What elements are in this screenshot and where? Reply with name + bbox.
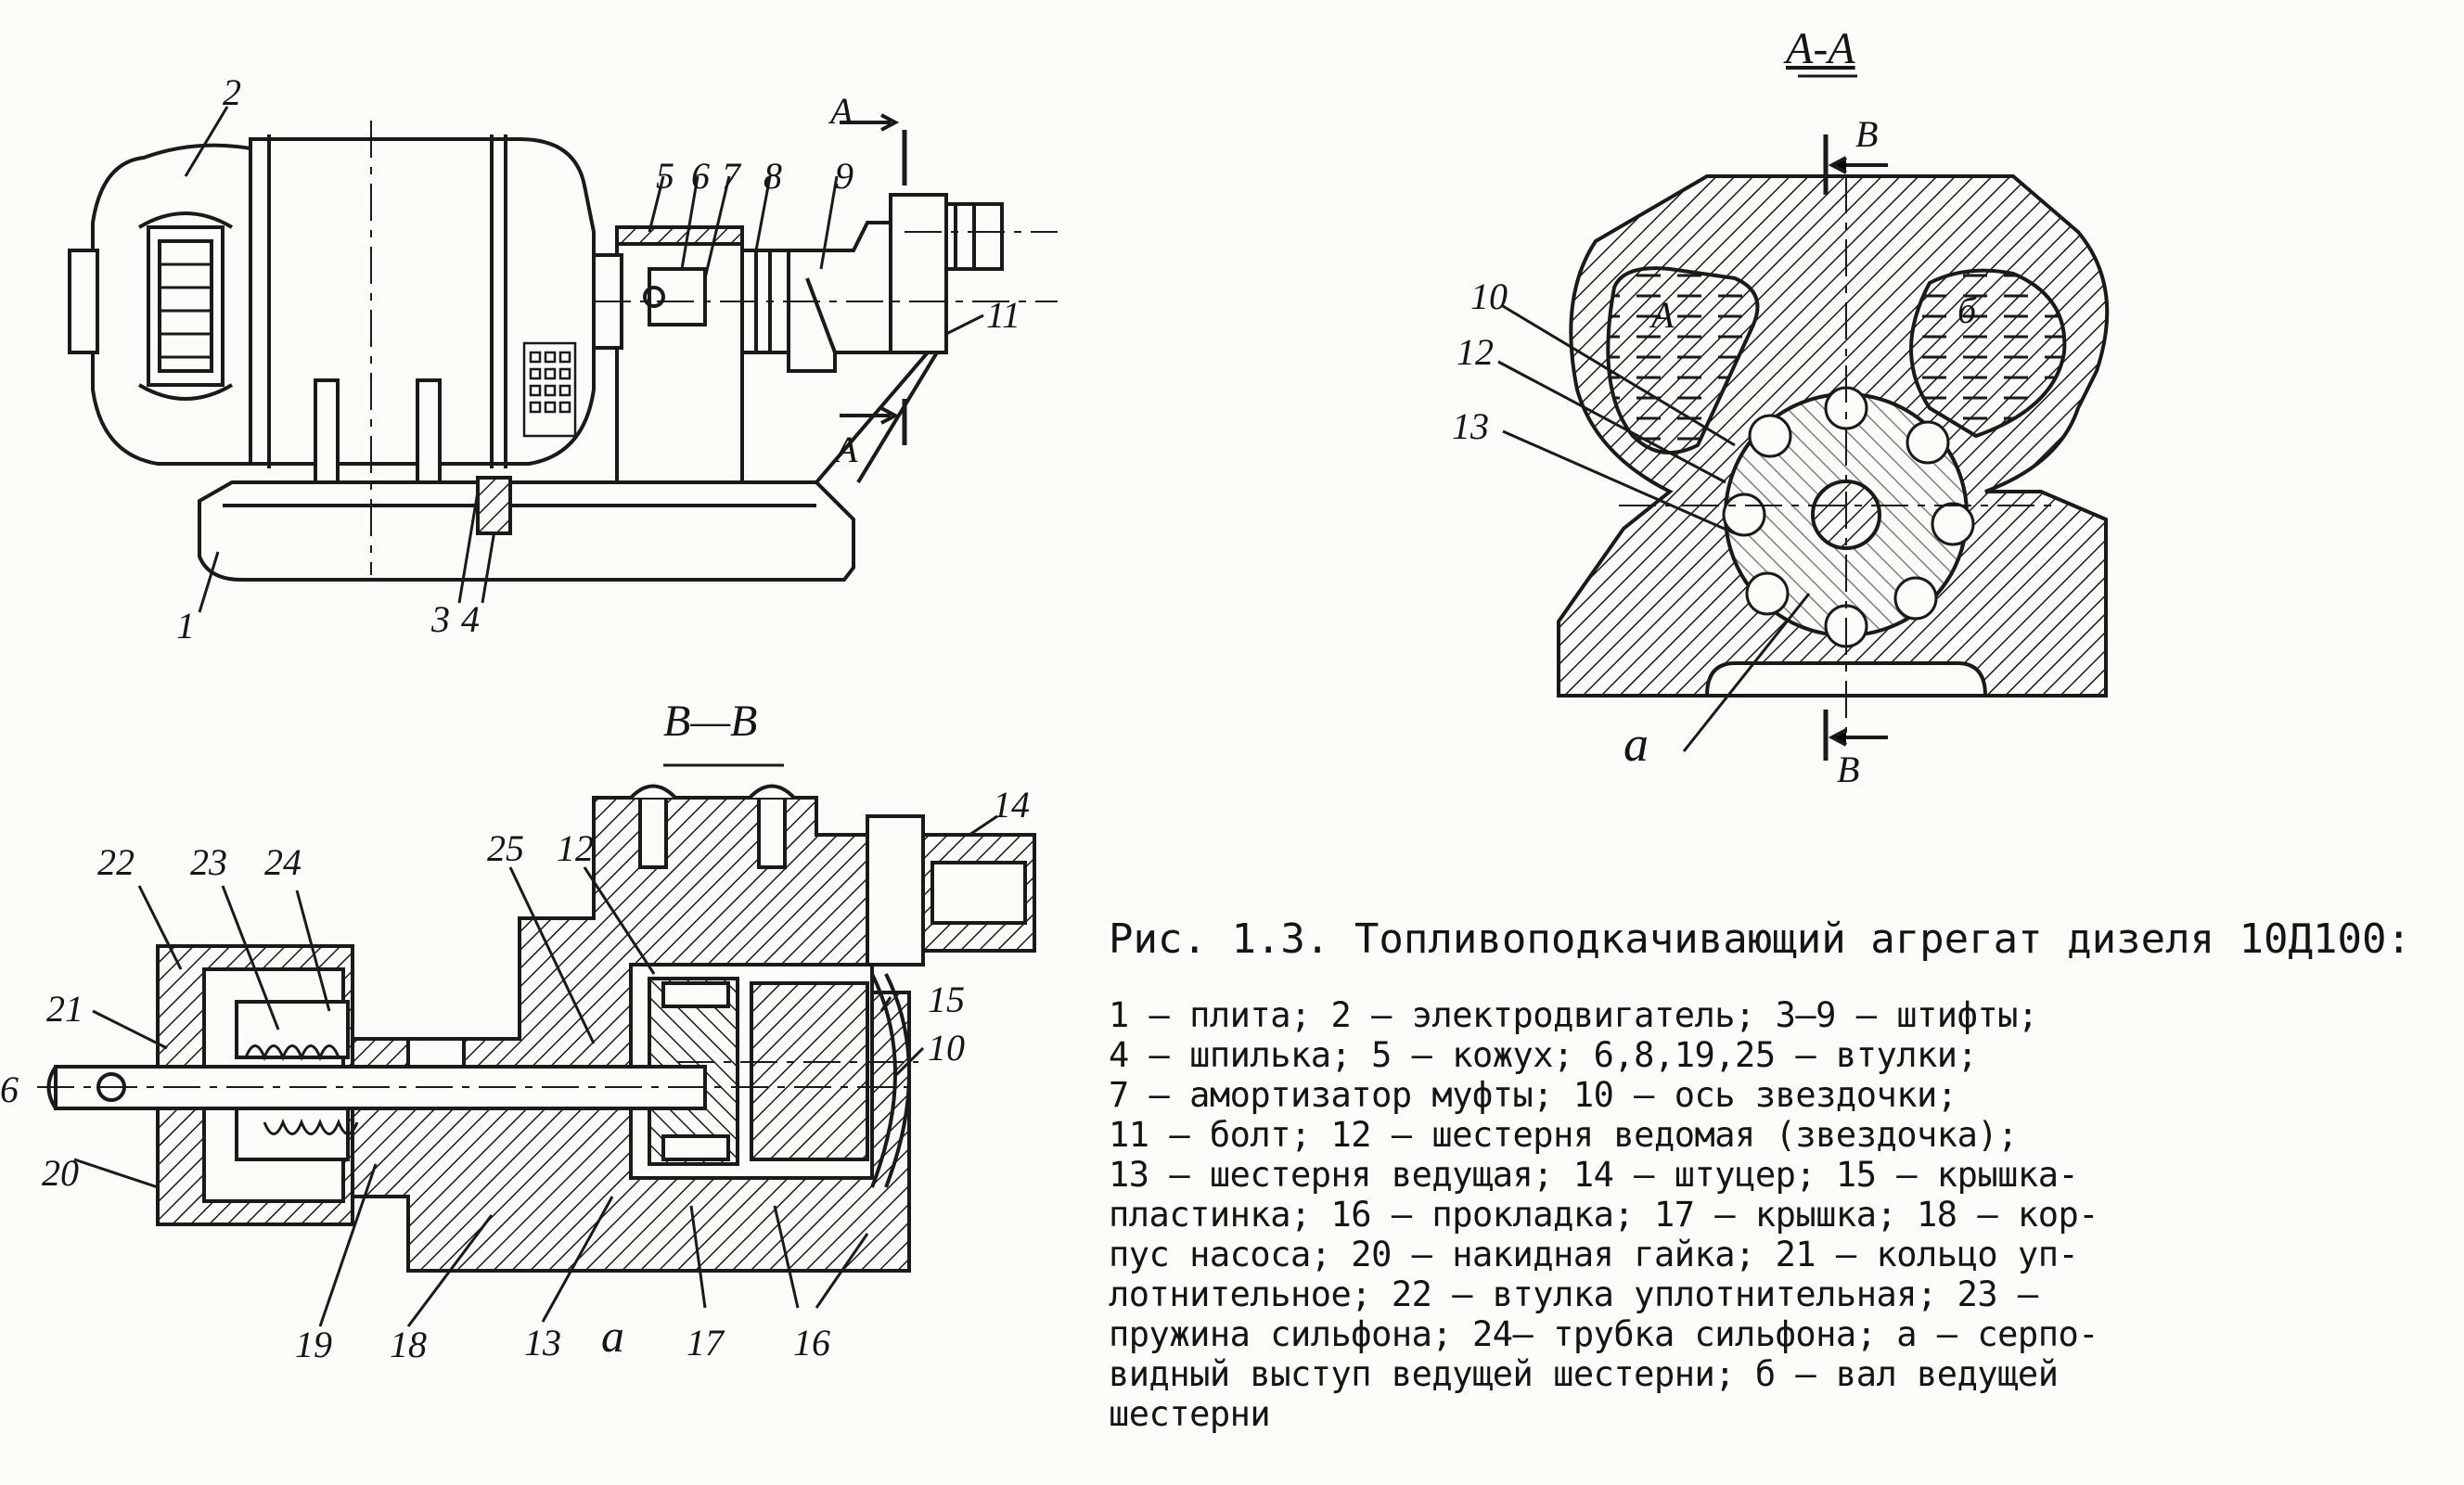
bb-label-20: 20 (42, 1152, 79, 1194)
aa-cavity-a: A (1651, 294, 1675, 336)
caption-line: 7 – амортизатор муфты; 10 – ось звездочк… (1109, 1075, 1957, 1115)
caption-title: Рис. 1.3. Топливоподкачивающий агрегат д… (1109, 915, 2411, 963)
bb-label-12: 12 (557, 827, 594, 869)
caption-line: лотнительное; 22 – втулка уплотнительная… (1109, 1274, 2038, 1314)
label-11: 11 (986, 294, 1021, 336)
label-3: 3 (431, 598, 450, 640)
bb-label-a: a (601, 1310, 624, 1362)
bb-label-10: 10 (928, 1027, 965, 1069)
bb-label-17: 17 (687, 1322, 724, 1363)
caption-line: 4 – шпилька; 5 – кожух; 6,8,19,25 – втул… (1109, 1035, 1978, 1075)
aa-label-10: 10 (1470, 275, 1508, 317)
caption-line: пус насоса; 20 – накидная гайка; 21 – ко… (1109, 1235, 2079, 1274)
assembly-view (68, 106, 1058, 613)
caption-line: пружина сильфона; 24– трубка сильфона; а… (1109, 1314, 2099, 1354)
section-bb-title: B—B (663, 697, 758, 746)
aa-label-b-top: B (1855, 113, 1879, 155)
section-aa-title: A-A (1786, 24, 1855, 73)
caption-line: видный выступ ведущей шестерни; б – вал … (1109, 1354, 2059, 1394)
bb-label-18: 18 (390, 1324, 427, 1365)
aa-cavity-b: б (1957, 289, 1977, 331)
figure-caption: Рис. 1.3. Топливоподкачивающий агрегат д… (1109, 914, 2426, 1434)
aa-label-13: 13 (1452, 405, 1489, 447)
aa-label-12: 12 (1457, 331, 1494, 373)
label-2: 2 (223, 71, 241, 113)
bb-label-22: 22 (97, 841, 135, 883)
bb-label-23: 23 (190, 841, 227, 883)
bb-label-15: 15 (928, 979, 965, 1020)
cut-label-a-top: A (830, 90, 853, 132)
caption-line: 13 – шестерня ведущая; 14 – штуцер; 15 –… (1109, 1155, 2079, 1195)
bb-label-16: 16 (793, 1322, 830, 1363)
label-5: 5 (656, 155, 674, 197)
label-6: 6 (691, 155, 710, 197)
caption-line: 1 – плита; 2 – электродвигатель; 3–9 – ш… (1109, 995, 2038, 1035)
bb-label-21: 21 (46, 988, 83, 1030)
bb-label-25: 25 (487, 827, 524, 869)
section-bb-view (37, 763, 1036, 1327)
section-aa-view (1497, 74, 2110, 761)
aa-label-a: a (1623, 716, 1649, 772)
cut-label-a-bottom: A (835, 429, 858, 470)
label-9: 9 (835, 155, 853, 197)
aa-label-b-bottom: B (1837, 749, 1860, 790)
label-8: 8 (764, 155, 782, 197)
caption-line: 11 – болт; 12 – шестерня ведомая (звездо… (1109, 1115, 2018, 1155)
label-1: 1 (176, 605, 195, 646)
bb-label-6: 6 (0, 1069, 19, 1110)
label-4: 4 (461, 598, 480, 640)
bb-label-13: 13 (524, 1322, 561, 1363)
caption-line: шестерни (1109, 1394, 1271, 1434)
bb-label-24: 24 (264, 841, 302, 883)
bb-label-14: 14 (993, 784, 1030, 826)
bb-label-19: 19 (295, 1324, 332, 1365)
caption-line: пластинка; 16 – прокладка; 17 – крышка; … (1109, 1195, 2099, 1235)
label-7: 7 (722, 155, 740, 197)
